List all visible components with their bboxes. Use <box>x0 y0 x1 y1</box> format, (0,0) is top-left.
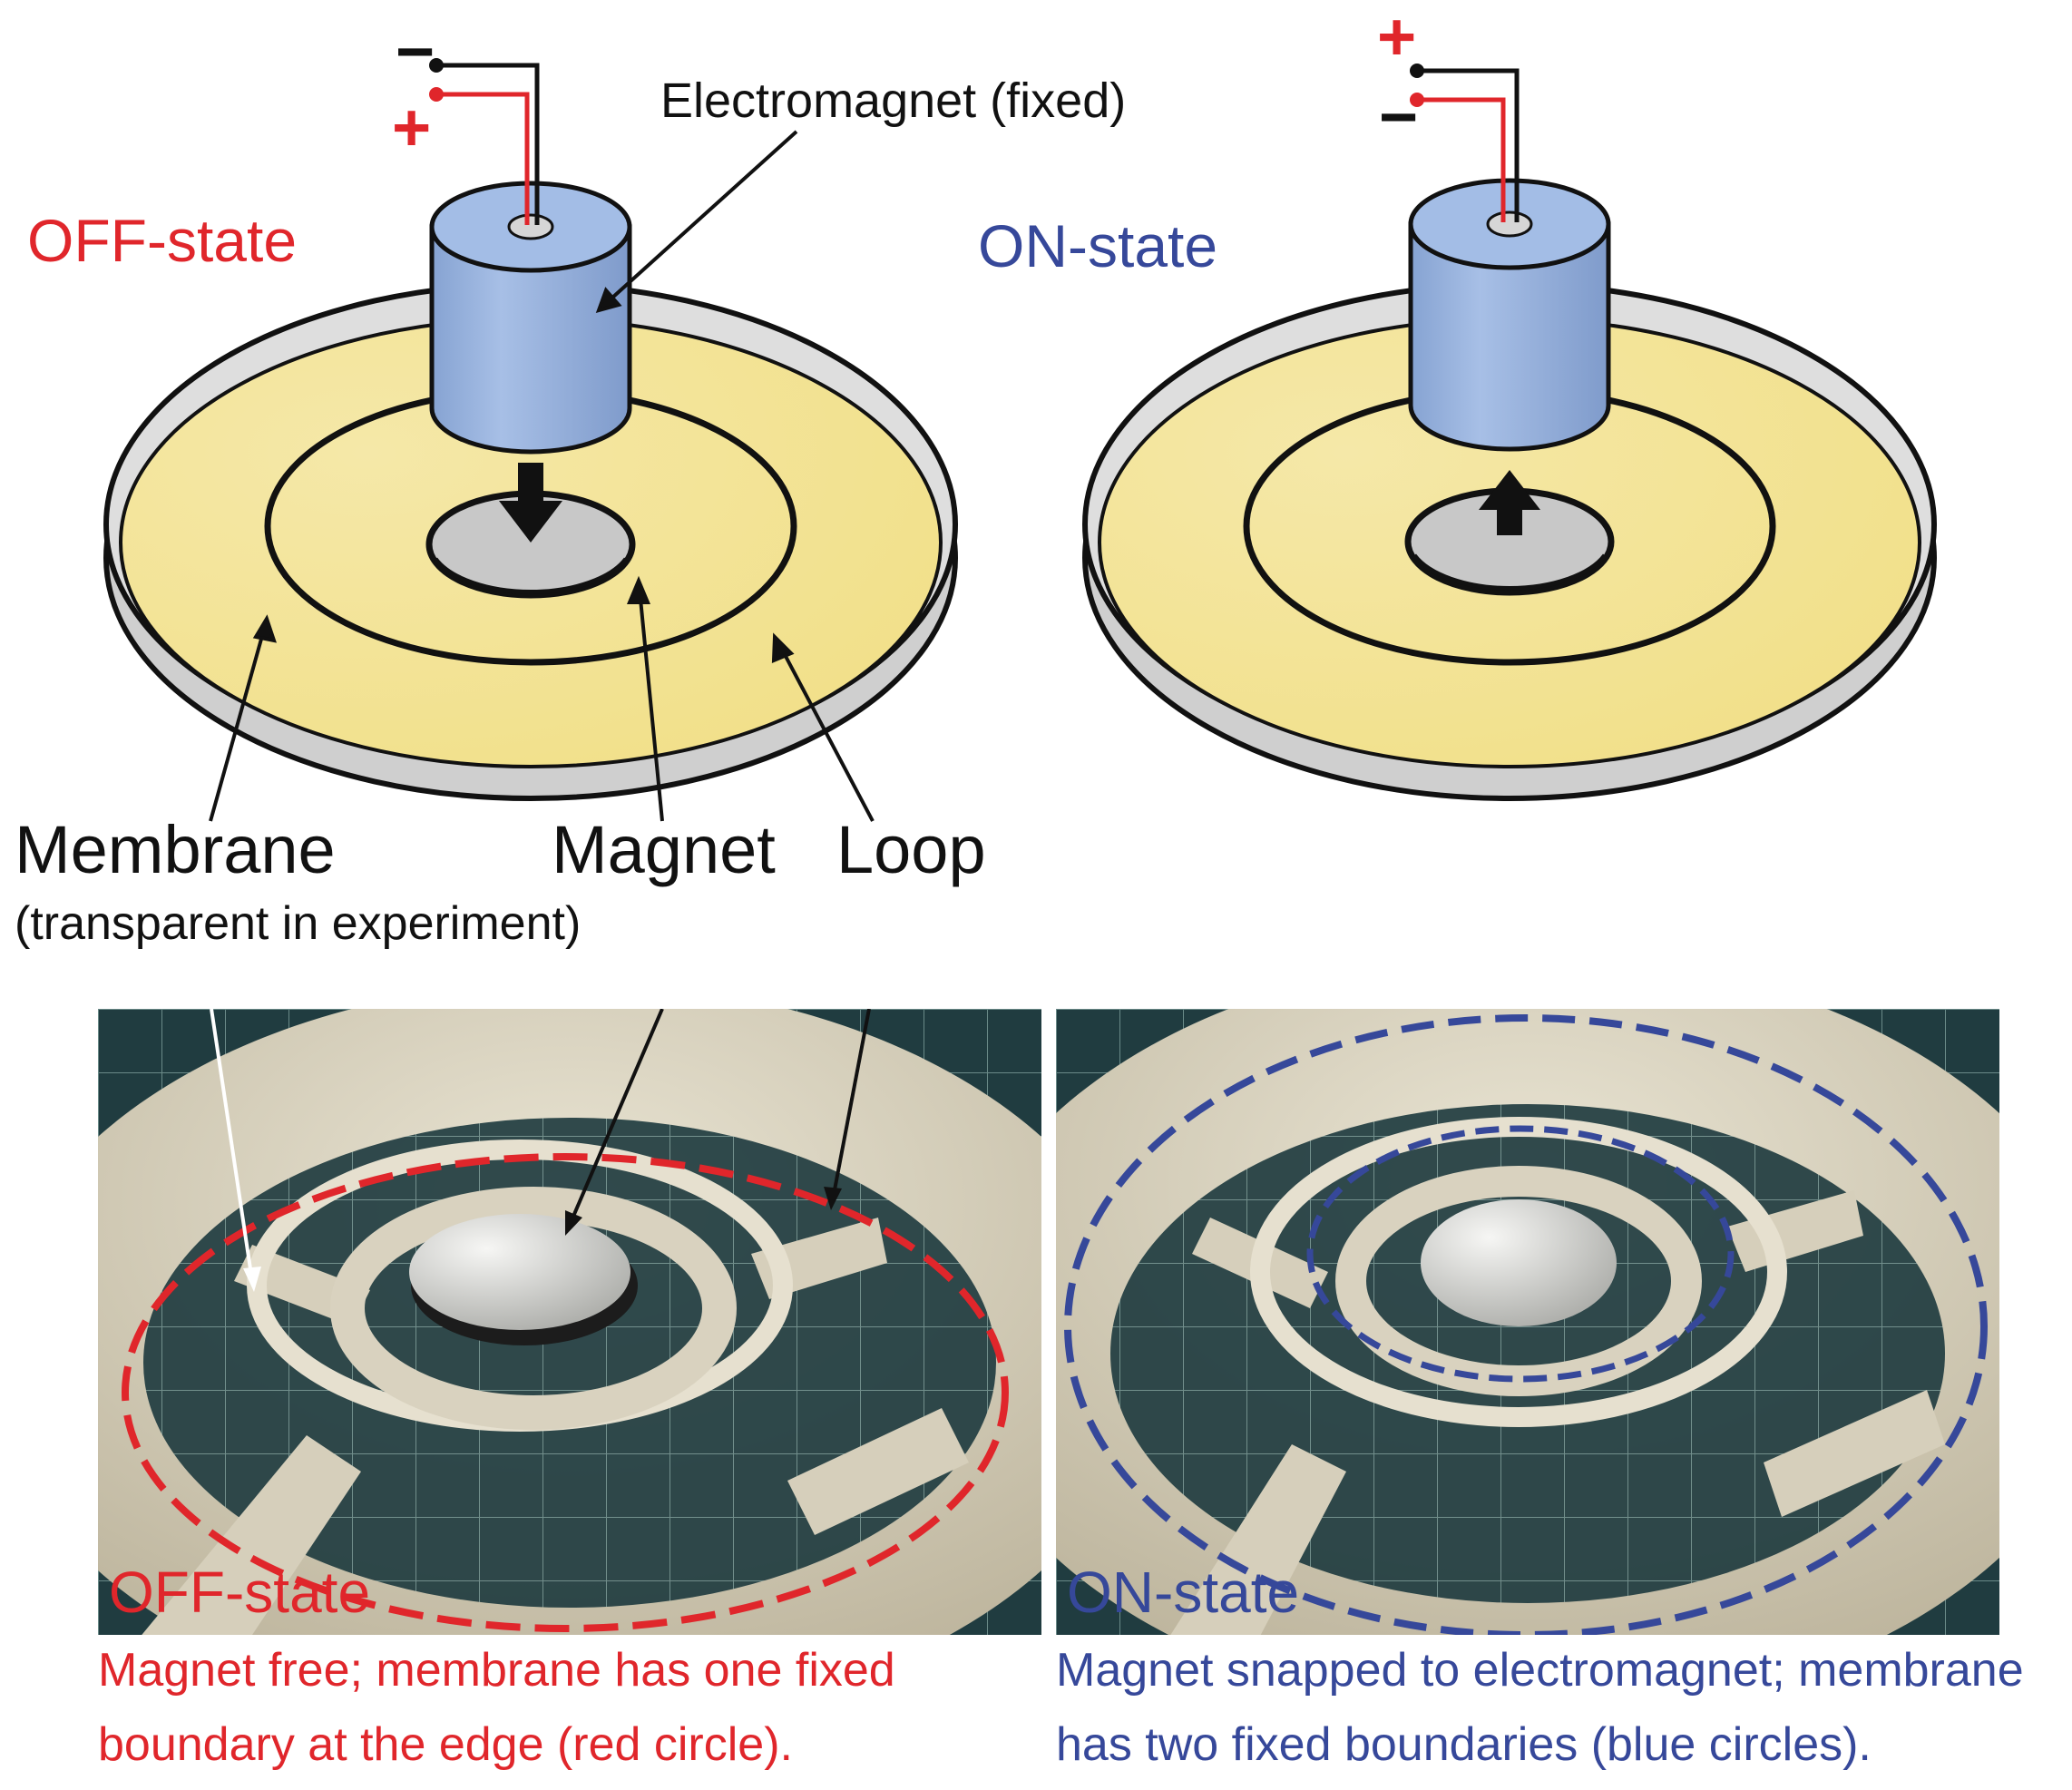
off-wire-red-terminal <box>429 87 444 102</box>
off-wire-red <box>436 92 530 225</box>
loop-callout-head <box>771 632 795 664</box>
on-wire-black <box>1417 68 1520 222</box>
on-photo-outer-blue-dashed-boundary <box>1064 1014 1988 1635</box>
off-photo-membrane-arrow-head <box>243 1267 261 1292</box>
off-minus-sign: − <box>396 14 435 89</box>
off-photo-magnet <box>409 1214 630 1330</box>
off-state-label-top: OFF-state <box>27 207 298 274</box>
off-photo-spoke-left <box>142 1435 361 1635</box>
off-photo-membrane-arrow-line <box>210 1009 254 1282</box>
off-photo-opening <box>143 1118 996 1608</box>
off-wires <box>429 58 540 225</box>
on-caption-line-2: has two fixed boundaries (blue circles). <box>1056 1718 1872 1771</box>
off-photo-loop-arrow-line <box>831 1009 871 1200</box>
off-photo-red-dashed-boundary <box>122 1153 1009 1632</box>
off-photo-spoke-right <box>787 1408 969 1535</box>
on-plus-sign: + <box>1377 0 1417 74</box>
off-photo-loop-arrow-head <box>824 1187 842 1210</box>
off-wire-black <box>436 63 540 225</box>
electromagnet-callout-head <box>595 287 622 313</box>
off-wire-black-terminal <box>429 58 444 73</box>
schematic-diagram <box>103 58 1937 822</box>
off-electromagnet-hole <box>507 213 554 240</box>
off-electromagnet <box>429 181 632 455</box>
off-plus-sign: + <box>392 90 432 165</box>
off-state-photo-label: OFF-state <box>109 1560 371 1625</box>
on-state-photo: ON-state <box>1056 1009 1999 1635</box>
off-photo-magnet-arrow-head <box>565 1210 582 1236</box>
off-photo-magnet-arrow-line <box>568 1009 664 1226</box>
off-photo-illustration <box>98 1009 1041 1635</box>
magnet-callout-head <box>627 575 650 604</box>
callout-arrows-top <box>209 130 875 822</box>
off-caption-line-2: boundary at the edge (red circle). <box>98 1718 793 1771</box>
magnet-callout-label: Magnet <box>552 812 776 887</box>
on-electromagnet <box>1408 178 1611 452</box>
on-photo-magnet <box>1421 1199 1617 1326</box>
on-dish <box>1082 281 1937 801</box>
on-wire-red-terminal <box>1410 93 1424 107</box>
off-electromagnet-body <box>429 224 632 455</box>
on-wire-red <box>1417 97 1506 222</box>
membrane-note-label: (transparent in experiment) <box>15 897 582 950</box>
off-state-photo: OFF-state <box>98 1009 1041 1635</box>
on-force-arrow-up <box>1479 470 1540 535</box>
membrane-callout-line <box>209 625 267 822</box>
on-photo-spoke-right <box>1764 1390 1945 1517</box>
on-caption-line-1: Magnet snapped to electromagnet; membran… <box>1056 1644 2024 1697</box>
loop-callout-line <box>778 645 875 822</box>
magnet-callout-line <box>638 589 664 822</box>
off-photo-inner-ring <box>330 1187 737 1430</box>
on-wires <box>1410 64 1520 222</box>
on-state-photo-label: ON-state <box>1067 1560 1300 1625</box>
on-state-caption: Magnet snapped to electromagnet; membran… <box>1056 1633 2024 1782</box>
off-force-arrow-down <box>499 463 562 543</box>
on-electromagnet-hole <box>1486 210 1533 238</box>
off-caption-line-1: Magnet free; membrane has one fixed <box>98 1644 895 1697</box>
membrane-callout-label: Membrane <box>15 812 336 887</box>
on-photo-illustration <box>1056 1009 1999 1635</box>
on-electromagnet-body <box>1408 221 1611 452</box>
off-state-caption: Magnet free; membrane has one fixed boun… <box>98 1633 895 1782</box>
loop-callout-label: Loop <box>836 812 986 887</box>
electromagnet-callout-line <box>601 130 798 308</box>
off-magnet-disc-edge <box>433 557 629 594</box>
on-state-label-top: ON-state <box>978 212 1218 279</box>
on-photo-spoke-left <box>1170 1444 1346 1635</box>
on-photo-inner-ring <box>1335 1166 1702 1396</box>
on-minus-sign: − <box>1379 79 1419 154</box>
membrane-callout-head <box>252 614 277 643</box>
electromagnet-callout-label: Electromagnet (fixed) <box>660 73 1127 128</box>
on-photo-spoke-top-right <box>1727 1190 1863 1272</box>
on-photo-inner-blue-dashed-boundary <box>1306 1125 1735 1383</box>
on-wire-black-terminal <box>1410 64 1424 78</box>
on-magnet-disc-edge <box>1412 553 1608 591</box>
